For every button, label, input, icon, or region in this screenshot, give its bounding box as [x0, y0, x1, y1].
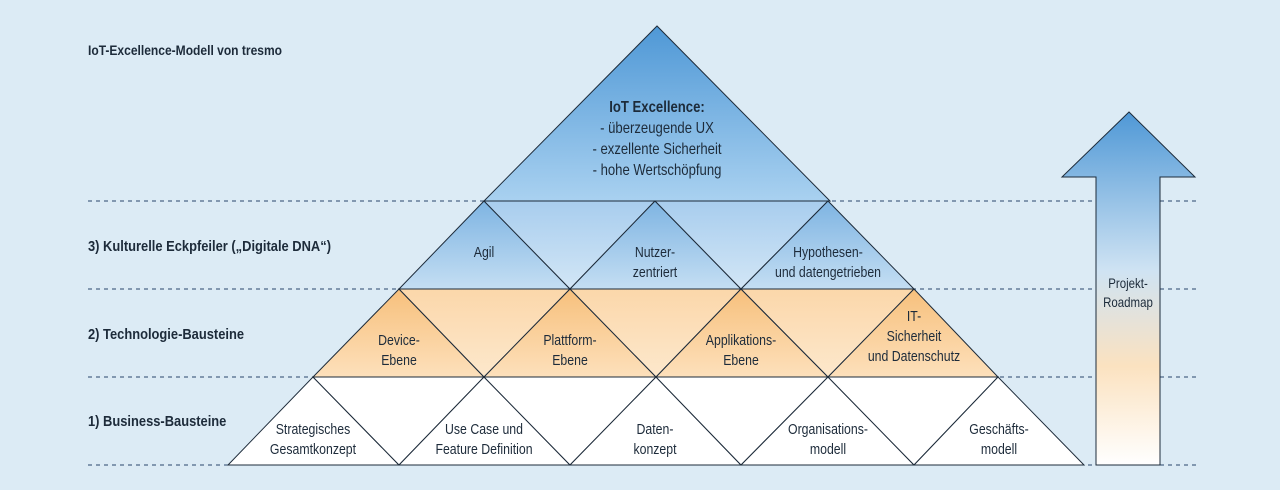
culture-line: und datengetrieben: [774, 264, 882, 281]
business-line: Daten-: [636, 421, 674, 438]
top-triangle-text: IoT Excellence: - überzeugende UX - exze…: [575, 97, 739, 181]
top-item: - exzellente Sicherheit: [592, 141, 722, 158]
technology-label-applikation: Applikations- Ebene: [659, 331, 823, 371]
roadmap-line: Projekt-: [1108, 275, 1148, 291]
business-line: Gesamtkonzept: [269, 441, 357, 458]
culture-label-agil: Agil: [402, 243, 566, 263]
level-2-label: 2) Technologie-Bausteine: [88, 326, 245, 343]
technology-line: Ebene: [723, 352, 759, 369]
technology-line: Device-: [378, 332, 420, 349]
top-item: - hohe Wertschöpfung: [592, 162, 722, 179]
technology-line: Sicherheit: [886, 328, 942, 345]
top-item: - überzeugende UX: [600, 120, 714, 137]
culture-label-hypothesen: Hypothesen- und datengetrieben: [746, 243, 910, 283]
diagram-title: IoT-Excellence-Modell von tresmo: [88, 42, 283, 58]
culture-line: Hypothesen-: [793, 244, 863, 261]
business-line: modell: [809, 441, 847, 458]
business-label-usecase: Use Case und Feature Definition: [402, 420, 566, 460]
technology-line: Applikations-: [705, 332, 777, 349]
business-line: Strategisches: [275, 421, 351, 438]
roadmap-arrow: [1060, 111, 1197, 466]
technology-line: Ebene: [381, 352, 417, 369]
culture-label-nutzerzentriert: Nutzer- zentriert: [573, 243, 737, 283]
business-label-organisation: Organisations- modell: [746, 420, 910, 460]
roadmap-line: Roadmap: [1103, 294, 1153, 310]
culture-line: Nutzer-: [634, 244, 676, 261]
business-line: Use Case und: [445, 421, 523, 438]
business-triangle: [912, 376, 1086, 466]
culture-line: Agil: [473, 244, 495, 261]
business-label-strategie: Strategisches Gesamtkonzept: [231, 420, 395, 460]
business-line: modell: [980, 441, 1018, 458]
technology-label-plattform: Plattform- Ebene: [488, 331, 652, 371]
technology-line: IT-: [906, 308, 922, 325]
business-line: konzept: [633, 441, 677, 458]
business-line: Organisations-: [787, 421, 868, 438]
business-label-datenkonzept: Daten- konzept: [573, 420, 737, 460]
business-line: Geschäfts-: [969, 421, 1029, 438]
technology-label-sicherheit: IT- Sicherheit und Datenschutz: [832, 307, 996, 367]
technology-line: und Datenschutz: [867, 348, 961, 365]
business-line: Feature Definition: [435, 441, 533, 458]
technology-label-device: Device- Ebene: [317, 331, 481, 371]
business-label-geschaeftsmodell: Geschäfts- modell: [917, 420, 1081, 460]
level-1-label: 1) Business-Bausteine: [88, 413, 227, 430]
top-heading: IoT Excellence:: [609, 99, 705, 116]
pyramid-shapes: [226, 25, 1197, 466]
roadmap-arrow-label: Projekt- Roadmap: [1091, 274, 1165, 312]
culture-line: zentriert: [632, 264, 678, 281]
technology-line: Ebene: [552, 352, 588, 369]
level-3-label: 3) Kulturelle Eckpfeiler („Digitale DNA“…: [88, 238, 332, 255]
technology-line: Plattform-: [543, 332, 597, 349]
